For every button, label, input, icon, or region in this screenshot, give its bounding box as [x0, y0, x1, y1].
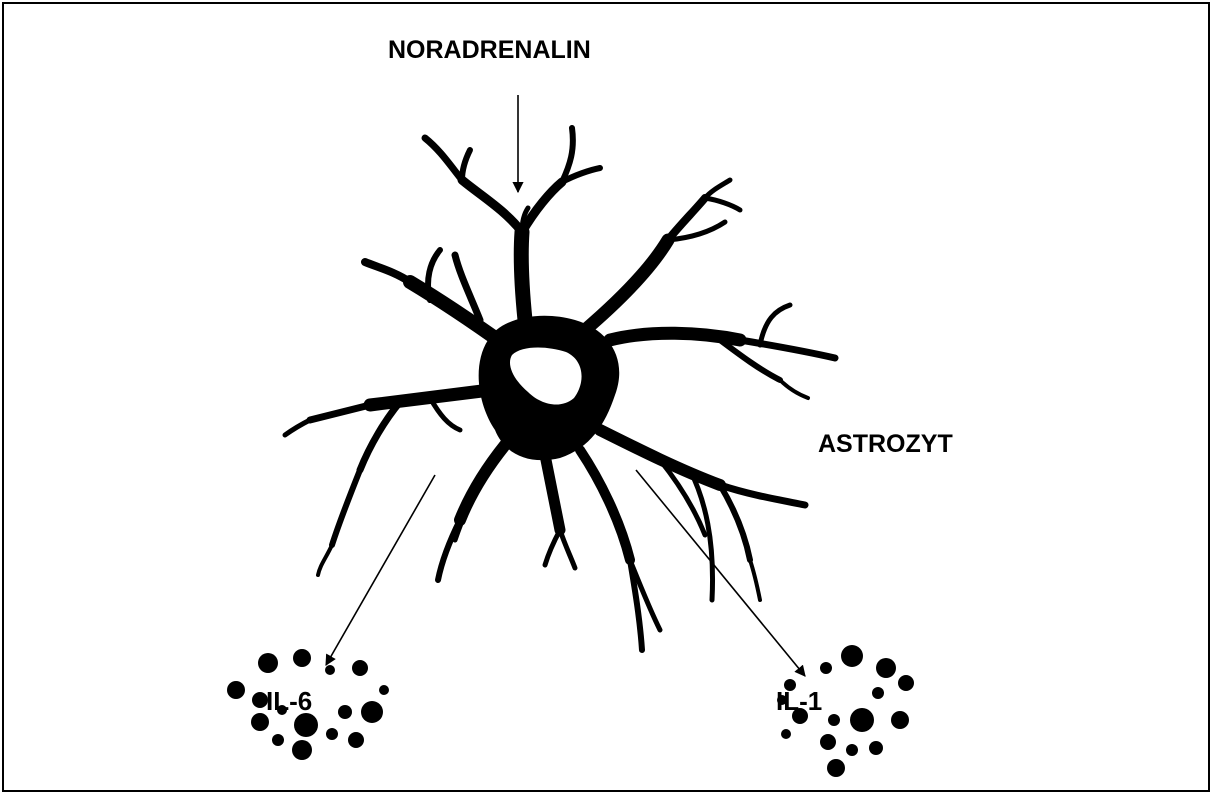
astrocyte-icon — [285, 128, 835, 650]
il1-label: IL-1 — [776, 686, 822, 717]
noradrenalin-label: NORADRENALIN — [388, 36, 591, 65]
astrozyt-label: ASTROZYT — [818, 430, 953, 459]
il6-label: IL-6 — [266, 686, 312, 717]
il6-arrow — [326, 475, 435, 665]
